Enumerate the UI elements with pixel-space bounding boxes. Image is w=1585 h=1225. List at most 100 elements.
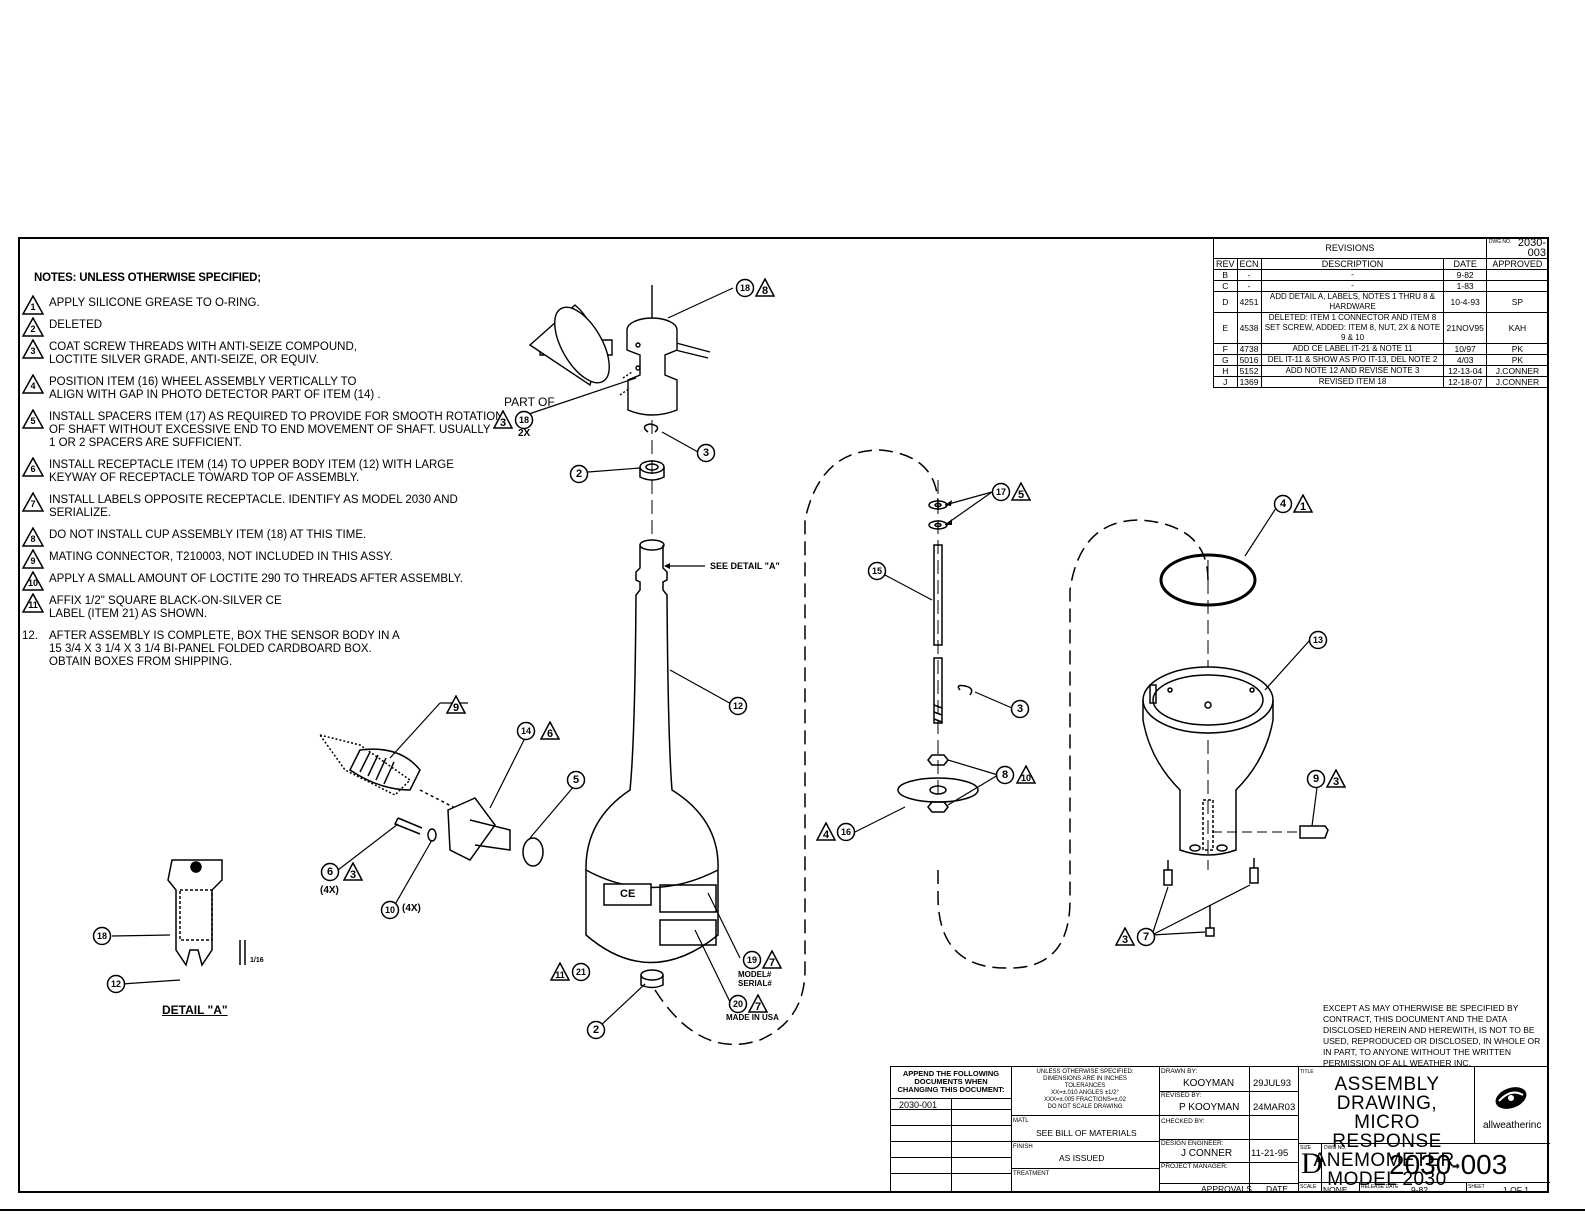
revision-cell: 4538 — [1236, 312, 1262, 344]
item-balloon: 18 — [514, 410, 534, 430]
item-balloon: 2 — [569, 464, 589, 484]
drawing-title-line: MICRO RESPONSE — [1332, 1112, 1442, 1152]
note-flag-icon: 3 — [1115, 927, 1135, 947]
note-line: LOCTITE SILVER GRADE, ANTI-SEIZE, OR EQU… — [49, 354, 319, 366]
note-flag-icon: 7 — [762, 950, 782, 970]
bearing-top — [639, 460, 665, 481]
item-balloon: 18 — [92, 926, 112, 946]
note-triangle-icon — [21, 548, 45, 569]
note-number: 8 — [30, 534, 36, 544]
part-of-label: PART OF — [504, 395, 555, 409]
note-number: 3 — [30, 346, 36, 356]
note-flag-icon: 10 — [1016, 765, 1036, 785]
note-flag-icon: 3 — [1326, 769, 1346, 789]
note-line: DO NOT INSTALL CUP ASSEMBLY ITEM (18) AT… — [49, 529, 367, 541]
cup-assembly — [528, 285, 711, 416]
revision-cell: KAH — [1485, 312, 1550, 344]
note-line: KEYWAY OF RECEPTACLE TOWARD TOP OF ASSEM… — [49, 472, 360, 484]
revisions-dwg-no: DWG NO. 2030-003 — [1485, 237, 1550, 259]
revisions-dwg-value: 2030-003 — [1517, 237, 1546, 259]
note-flag-icon: 9 — [446, 695, 466, 715]
note-line: INSTALL RECEPTACLE ITEM (14) TO UPPER BO… — [49, 459, 454, 471]
append-label: APPEND THE FOLLOWING DOCUMENTS WHEN CHAN… — [897, 1069, 1005, 1094]
title-block: APPEND THE FOLLOWING DOCUMENTS WHEN CHAN… — [890, 1066, 1550, 1195]
assembly-path-1 — [654, 449, 939, 1046]
ce-label-mark: CE — [620, 888, 636, 900]
note-number: 1 — [30, 302, 36, 312]
item-balloon: 17 — [991, 482, 1011, 502]
note-number: 4 — [30, 381, 36, 391]
item-balloon: 12 — [728, 696, 748, 716]
note-line: 1 OR 2 SPACERS ARE SUFFICIENT. — [49, 437, 242, 449]
note-line: APPLY A SMALL AMOUNT OF LOCTITE 290 TO T… — [49, 573, 463, 585]
note-triangle-icon — [21, 592, 45, 613]
item-balloon: 5 — [566, 770, 586, 790]
item-balloon: 14 — [516, 721, 536, 741]
item-balloon: 15 — [867, 561, 887, 581]
note-flag-icon: 1 — [1293, 494, 1313, 514]
detail-a-view — [167, 859, 246, 967]
item-balloon: 7 — [1136, 927, 1156, 947]
notes-heading: NOTES: UNLESS OTHERWISE SPECIFIED; — [34, 272, 261, 284]
revision-cell: 12-18-07 — [1443, 376, 1487, 388]
detail-a-label: DETAIL "A" — [162, 1003, 228, 1017]
proprietary-disclaimer: EXCEPT AS MAY OTHERWISE BE SPECIFIED BY … — [1323, 1003, 1541, 1068]
drawn-by: KOOYMAN — [1183, 1078, 1235, 1089]
note-number: 5 — [30, 416, 36, 426]
note-flag-icon: 3 — [343, 862, 363, 882]
tolerance-line: DIMENSIONS ARE IN INCHES — [1043, 1076, 1127, 1082]
item-balloon: 21 — [571, 962, 591, 982]
revision-cell: 21NOV95 — [1443, 312, 1487, 344]
dwg-no-label: DWG NO. — [1324, 1145, 1347, 1151]
design-engineer: J CONNER — [1181, 1148, 1233, 1159]
release-date: 9-82 — [1411, 1185, 1429, 1195]
item-balloon: 2 — [586, 1020, 606, 1040]
note-number: 7 — [30, 499, 36, 509]
connector-assembly — [318, 733, 544, 867]
note-flag-icon: 6 — [540, 721, 560, 741]
revision-cell: J — [1213, 376, 1238, 388]
item-balloon: 3 — [696, 443, 716, 463]
note-line: INSTALL SPACERS ITEM (17) AS REQUIRED TO… — [49, 411, 504, 423]
note-line: ALIGN WITH GAP IN PHOTO DETECTOR PART OF… — [49, 389, 381, 401]
two-x-label: 2X — [518, 428, 531, 439]
company-name: allweatherinc — [1483, 1120, 1542, 1131]
revision-cell: 1369 — [1236, 376, 1262, 388]
drawing-border — [18, 237, 1549, 1193]
item-balloon: 19 — [742, 950, 762, 970]
made-in-usa-label: MADE IN USA — [726, 1013, 779, 1022]
note-triangle-icon — [21, 570, 45, 591]
dwg-no-value: 2030-003 — [1389, 1149, 1508, 1180]
drawn-date: 29JUL93 — [1253, 1078, 1292, 1089]
tolerance-notes: UNLESS OTHERWISE SPECIFIED: DIMENSIONS A… — [1013, 1069, 1157, 1111]
note-12-number: 12. — [22, 630, 38, 642]
revision-cell: J.CONNER — [1485, 376, 1550, 388]
detail-dimension: 1/16 — [250, 957, 264, 964]
finish-value: AS ISSUED — [1059, 1153, 1105, 1163]
revision-cell: 10-4-93 — [1443, 291, 1487, 313]
note-triangle-icon — [21, 491, 45, 512]
title-label: TITLE — [1300, 1069, 1314, 1075]
item-balloon: 6 — [320, 862, 340, 882]
tolerance-line: TOLERANCES — [1064, 1083, 1106, 1089]
arrowheads — [664, 500, 952, 569]
four-x-label-a: (4X) — [320, 885, 339, 896]
allweather-logo-icon — [1495, 1087, 1527, 1109]
lower-body — [1142, 666, 1274, 856]
note-line: AFFIX 1/2" SQUARE BLACK-ON-SILVER CE — [49, 595, 282, 607]
sheet-label: SHEET — [1468, 1184, 1485, 1190]
item-balloon: 10 — [380, 900, 400, 920]
note-line: APPLY SILICONE GREASE TO O-RING. — [49, 297, 260, 309]
note-flag-icon: 4 — [816, 822, 836, 842]
note-line: MATING CONNECTOR, T210003, NOT INCLUDED … — [49, 551, 393, 563]
note-item: 5 INSTALL SPACERS ITEM (17) AS REQUIRED T… — [21, 408, 522, 450]
item-balloon: 18 — [735, 278, 755, 298]
tolerance-line: XXX=±.005 FRACTIONS=±.02 — [1044, 1097, 1126, 1103]
checked-by-label: CHECKED BY: — [1161, 1118, 1205, 1125]
size-value: D — [1301, 1147, 1323, 1180]
